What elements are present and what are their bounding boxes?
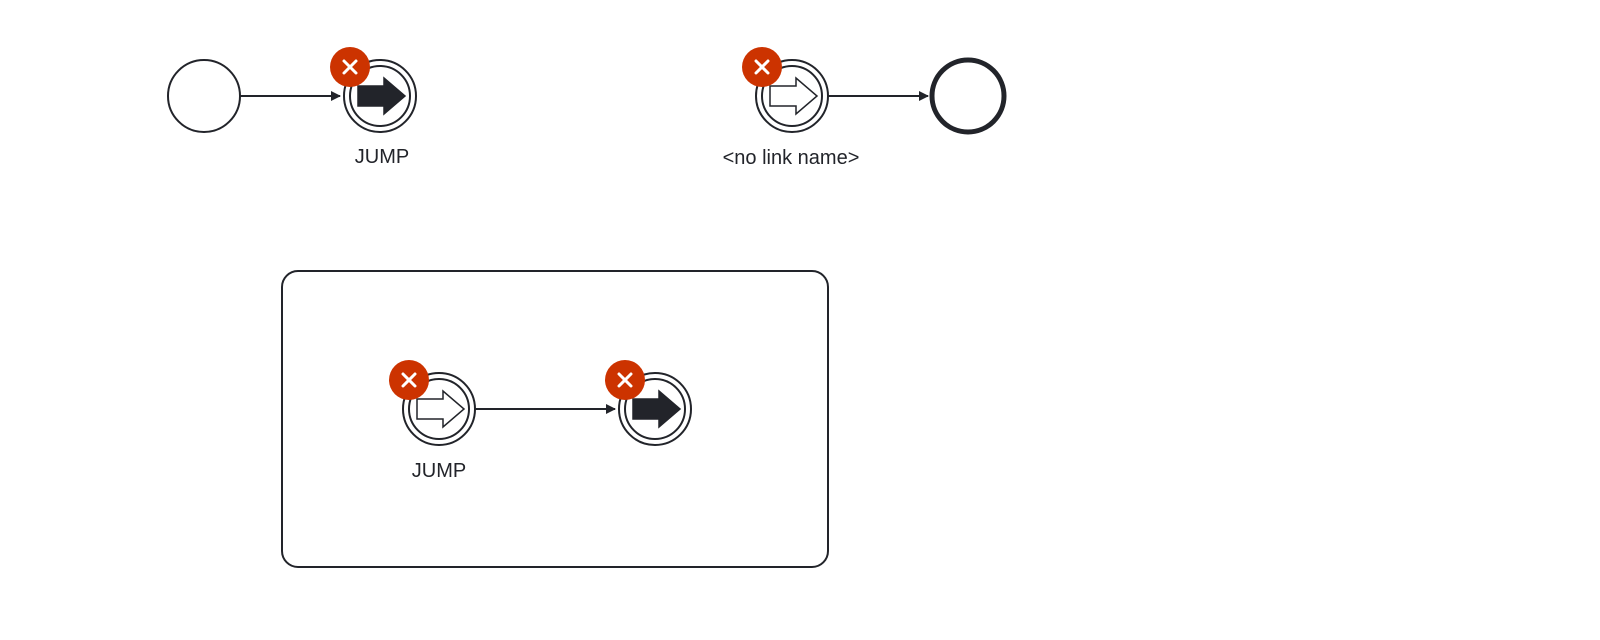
error-badge[interactable] (742, 47, 782, 87)
close-icon (342, 59, 358, 75)
error-badge[interactable] (389, 360, 429, 400)
outline-arrow-icon (416, 389, 466, 429)
close-icon (754, 59, 770, 75)
end-event[interactable] (929, 57, 1007, 135)
subprocess-throw-link-event[interactable] (618, 372, 692, 446)
throw-link-event[interactable] (343, 59, 417, 133)
error-badge[interactable] (605, 360, 645, 400)
subprocess-catch-link-label: JUMP (412, 460, 466, 482)
outline-arrow-icon (769, 76, 819, 116)
catch-link-label: <no link name> (723, 147, 860, 169)
error-badge[interactable] (330, 47, 370, 87)
close-icon (401, 372, 417, 388)
subprocess[interactable] (281, 270, 829, 568)
filled-arrow-icon (357, 76, 407, 116)
throw-link-label: JUMP (355, 146, 409, 168)
filled-arrow-icon (632, 389, 682, 429)
close-icon (617, 372, 633, 388)
start-event[interactable] (167, 59, 241, 133)
